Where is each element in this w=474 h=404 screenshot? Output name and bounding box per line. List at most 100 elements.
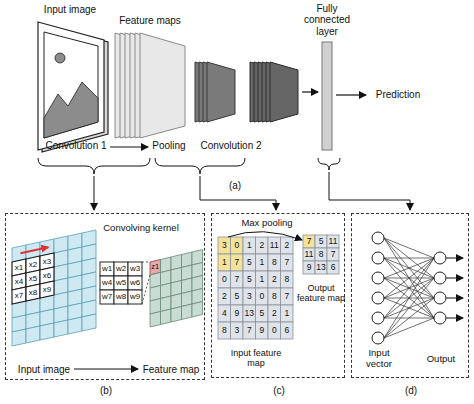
connection-line	[384, 258, 434, 278]
output-arrow	[446, 298, 463, 299]
input-neuron	[372, 252, 384, 264]
input-symbol: x8	[29, 288, 37, 297]
table-cell: 5	[259, 309, 264, 319]
table-cell: 0	[222, 275, 227, 285]
table-cell: 9	[307, 263, 312, 273]
panel-heading: Max pooling	[241, 218, 292, 229]
kernel-cell	[128, 262, 142, 276]
connection-line	[384, 258, 434, 298]
panel-letter: (b)	[100, 385, 112, 397]
table-cell: 7	[331, 250, 336, 260]
input-grid-cell	[40, 323, 54, 340]
output-grid-cell	[303, 248, 315, 261]
input-grid-cell	[218, 322, 231, 339]
output-symbol: z1	[151, 263, 159, 272]
table-cell: 1	[284, 309, 289, 319]
input-grid-cell	[268, 322, 281, 339]
input-symbol: x1	[15, 263, 23, 272]
weight-symbol: w9	[130, 292, 140, 301]
output-grid-cell	[303, 261, 315, 274]
table-cell: 2	[272, 275, 277, 285]
table-cell: 0	[272, 326, 277, 336]
fc-layer-bar	[322, 42, 332, 150]
weight-symbol: w1	[102, 264, 112, 273]
table-cell: 1	[259, 258, 264, 268]
output-neuron	[434, 252, 446, 264]
weight-symbol: w6	[130, 278, 140, 287]
connection-line	[384, 258, 434, 278]
grid-caption: Input feature map	[226, 348, 286, 369]
connection-line	[384, 238, 434, 318]
input-grid-cell	[256, 305, 269, 322]
weight-symbol: w5	[116, 278, 126, 287]
table-cell: 6	[331, 263, 336, 273]
kernel-cell	[114, 276, 128, 290]
layer-caption: Input vector	[355, 348, 403, 370]
table-cell: 11	[329, 237, 338, 247]
table-cell: 3	[247, 292, 252, 302]
projection-line	[142, 262, 150, 263]
stage-label: Convolution 2	[200, 140, 261, 152]
figure-label: Feature maps	[119, 15, 181, 27]
input-neuron	[372, 232, 384, 244]
output-grid-cell	[315, 248, 327, 261]
output-neuron	[434, 312, 446, 324]
slide-arrow	[20, 247, 48, 253]
brace	[38, 158, 340, 174]
table-cell: 7	[284, 292, 289, 302]
input-grid-cell	[218, 288, 231, 305]
input-grid-cell	[243, 271, 256, 288]
input-neuron	[372, 312, 384, 324]
kernel-cell	[100, 276, 114, 290]
table-cell: 1	[259, 275, 264, 285]
input-image-figure	[38, 22, 108, 152]
output-arrow	[446, 278, 463, 279]
table-cell: 2	[272, 309, 277, 319]
table-cell: 3	[222, 241, 227, 251]
output-grid-cell	[303, 235, 315, 248]
input-grid-cell	[256, 271, 269, 288]
input-grid-cell	[268, 237, 281, 254]
input-neuron	[372, 272, 384, 284]
input-grid-cell	[218, 254, 231, 271]
output-grid-cell	[327, 261, 339, 274]
input-grid-cell	[256, 288, 269, 305]
connection-line	[384, 258, 434, 318]
weight-symbol: w3	[130, 264, 140, 273]
kernel-cell	[114, 290, 128, 304]
input-grid-cell	[231, 288, 244, 305]
flow-arrow	[74, 369, 138, 370]
leader-arrow	[94, 172, 410, 210]
input-symbol: x7	[15, 291, 23, 300]
weight-symbol: w2	[116, 264, 126, 273]
input-symbol: x5	[29, 274, 37, 283]
table-cell: 5	[319, 237, 324, 247]
connection-line	[384, 258, 434, 318]
connection-line	[384, 238, 434, 258]
table-cell: 8	[272, 292, 277, 302]
table-cell: 1	[222, 258, 227, 268]
panel-letter: (a)	[229, 180, 241, 192]
connection-line	[384, 258, 434, 338]
connection-line	[384, 238, 434, 278]
output-arrow	[446, 318, 463, 319]
pooled-stack	[195, 62, 235, 122]
input-grid-cell	[281, 254, 294, 271]
table-cell: 6	[284, 326, 289, 336]
input-grid-cell	[26, 326, 40, 343]
output-grid-cell	[327, 235, 339, 248]
connection-line	[384, 258, 434, 259]
table-cell: 8	[222, 326, 227, 336]
table-cell: 1	[247, 241, 252, 251]
table-cell: 9	[234, 309, 239, 319]
output-neuron	[434, 292, 446, 304]
kernel-cell	[114, 262, 128, 276]
table-cell: 2	[284, 241, 289, 251]
output-grid-cell	[315, 261, 327, 274]
feature-map-stack	[115, 33, 185, 138]
table-cell: 13	[245, 309, 254, 319]
input-grid-cell	[218, 237, 231, 254]
input-grid-cell	[68, 317, 82, 334]
panel-heading: Convolving kernel	[103, 223, 179, 234]
